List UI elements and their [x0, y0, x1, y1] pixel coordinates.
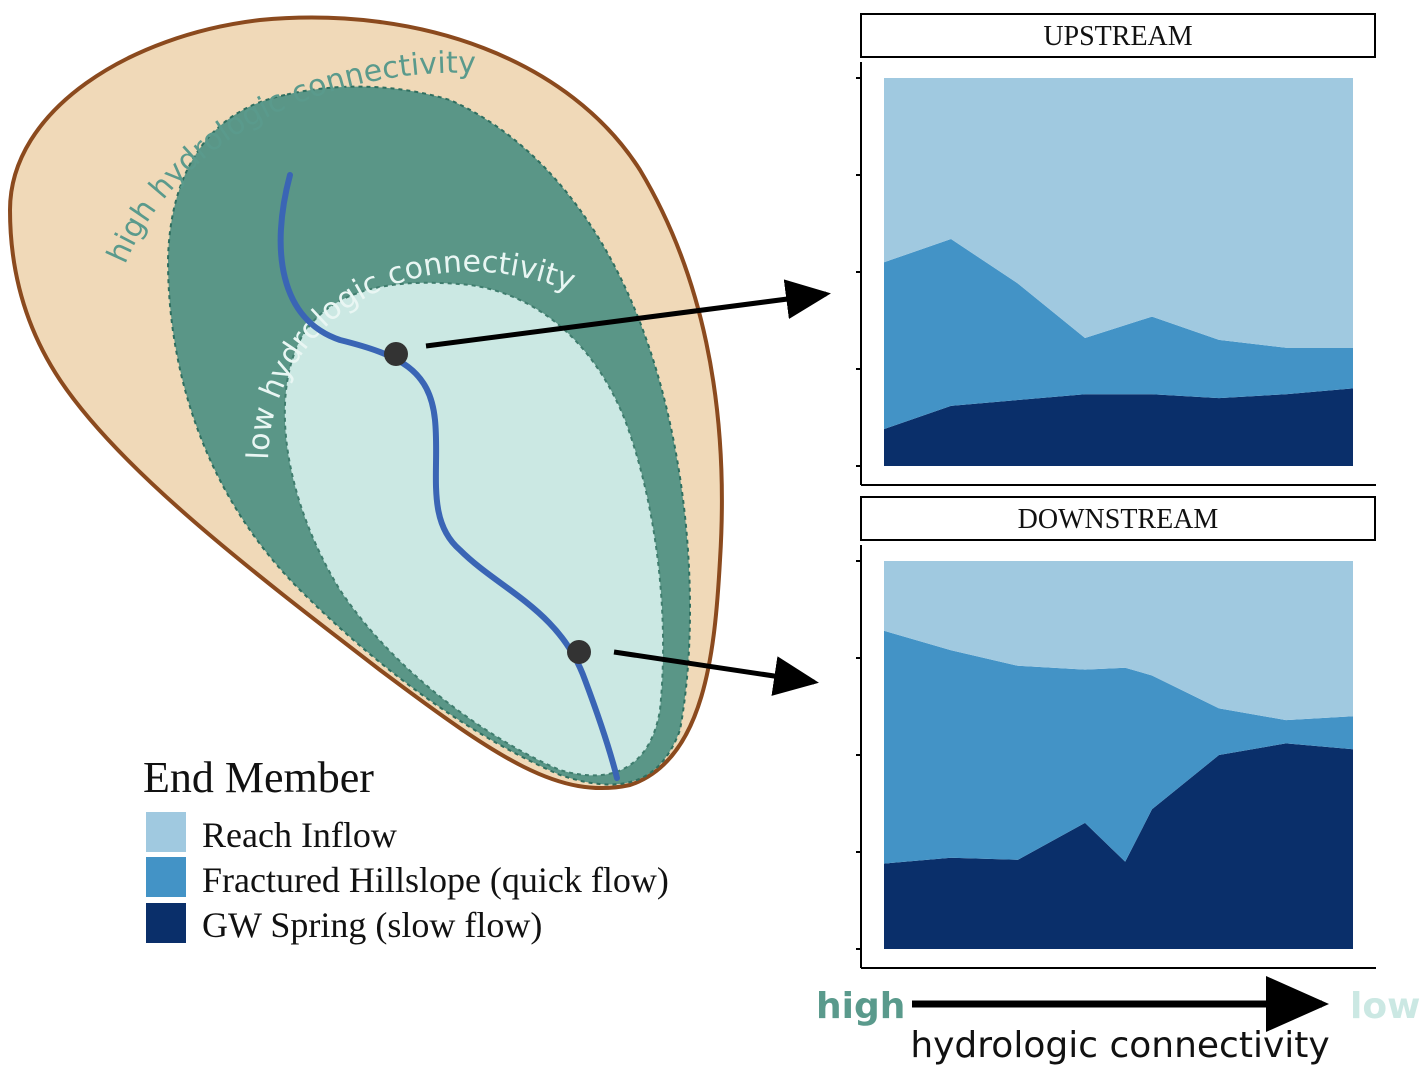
- axis-caption: hydrologic connectivity: [910, 1025, 1329, 1066]
- downstream-panel: DOWNSTREAM: [856, 496, 1376, 969]
- upstream-title: UPSTREAM: [1043, 21, 1192, 52]
- downstream-title: DOWNSTREAM: [1018, 504, 1219, 535]
- catchment-map: high hydrologic connectivity low hydrolo…: [7, 15, 724, 790]
- legend-label-reach-inflow: Reach Inflow: [202, 815, 397, 855]
- area-fractured-hillslope-quick-flow: [884, 239, 1353, 430]
- legend-swatch-reach-inflow: [146, 812, 186, 852]
- area-fractured-hillslope-quick-flow: [884, 630, 1353, 864]
- downstream-site-marker: [567, 640, 591, 664]
- connectivity-axis: high low hydrologic connectivity: [816, 976, 1420, 1066]
- legend: End Member Reach Inflow Fractured Hillsl…: [143, 753, 669, 945]
- legend-label-gw-spring: GW Spring (slow flow): [202, 905, 542, 945]
- legend-title: End Member: [143, 753, 374, 802]
- axis-low-label: low: [1350, 986, 1420, 1027]
- downstream-chart: [884, 561, 1353, 949]
- area-reach-inflow: [884, 561, 1353, 721]
- area-gw-spring-slow-flow: [884, 743, 1353, 949]
- upstream-site-marker: [384, 342, 408, 366]
- area-gw-spring-slow-flow: [884, 388, 1353, 466]
- legend-swatch-gw-spring: [146, 903, 186, 943]
- upstream-title-box: [860, 13, 1376, 58]
- legend-label-fractured-hillslope: Fractured Hillslope (quick flow): [202, 860, 669, 900]
- area-reach-inflow: [884, 78, 1353, 348]
- legend-swatch-fractured-hillslope: [146, 857, 186, 897]
- upstream-arrow: [425, 279, 831, 349]
- axis-high-label: high: [816, 986, 905, 1027]
- downstream-title-box: [860, 496, 1376, 541]
- upstream-chart: [884, 78, 1353, 466]
- downstream-y-ticks: [856, 560, 861, 950]
- upstream-y-ticks: [856, 77, 861, 467]
- downstream-arrow: [613, 649, 819, 696]
- upstream-panel: UPSTREAM: [856, 13, 1376, 486]
- stream-channel: [277, 172, 620, 781]
